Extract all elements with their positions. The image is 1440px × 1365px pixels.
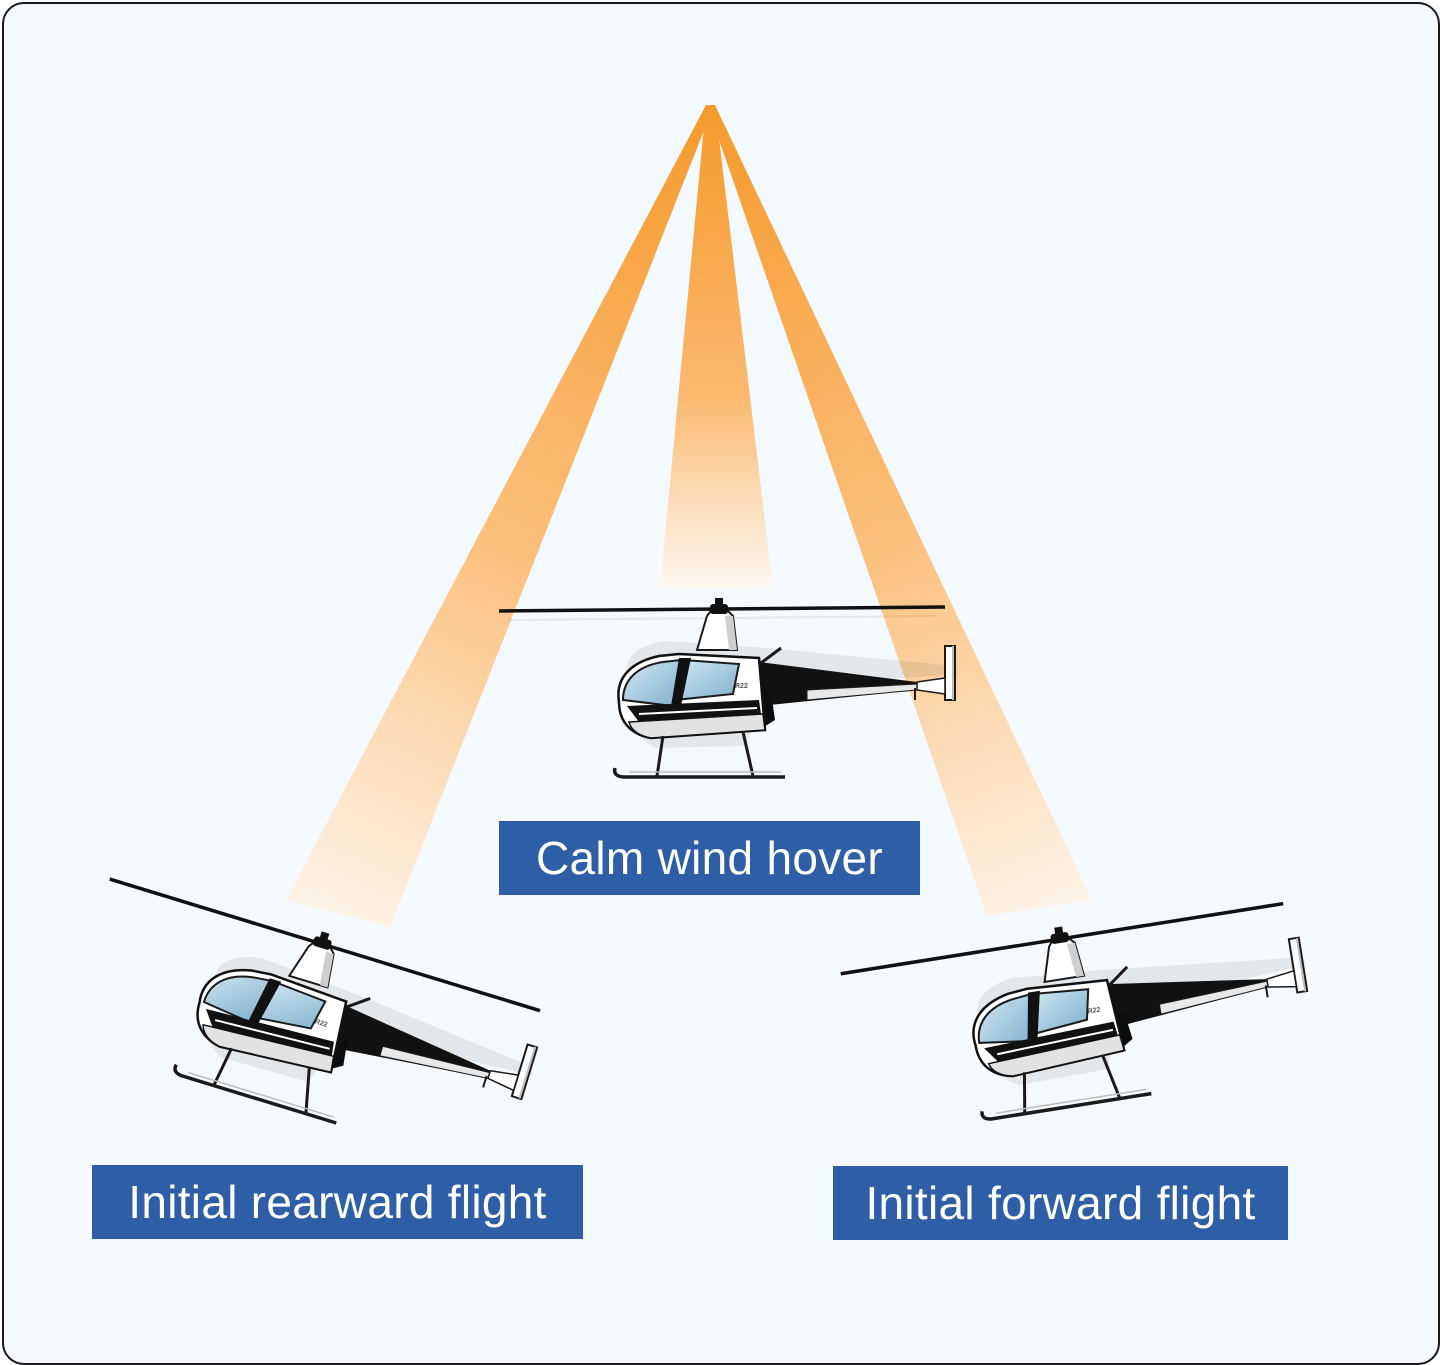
thrust-beam-rearward	[286, 105, 714, 927]
helicopter-rearward: R22	[109, 877, 556, 1176]
helicopter-model-text: R22	[314, 1018, 328, 1028]
helicopter-model-text: R22	[1087, 1007, 1101, 1016]
label-calm-wind-hover: Calm wind hover	[499, 821, 920, 895]
label-initial-forward-flight: Initial forward flight	[833, 1166, 1288, 1240]
helicopter-forward: R22	[840, 888, 1324, 1123]
helicopter-hover: R22	[498, 596, 960, 779]
helicopter-thrust-diagram: R22 R22 R22	[109, 105, 1324, 1176]
thrust-beam-hover	[660, 105, 773, 588]
helicopter-model-text: R22	[735, 683, 748, 690]
thrust-beam-forward	[707, 105, 1092, 916]
label-initial-rearward-flight: Initial rearward flight	[92, 1165, 583, 1239]
